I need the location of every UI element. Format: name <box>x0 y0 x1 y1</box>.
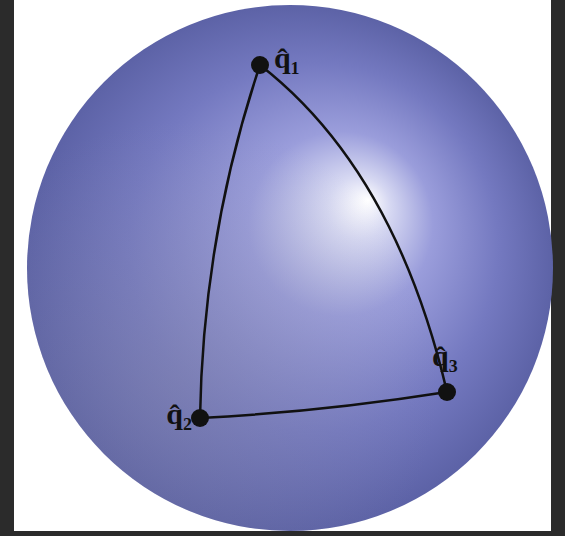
geodesic-arc <box>200 65 260 418</box>
point-label: q̂₁ <box>274 40 300 76</box>
point-dot <box>438 383 456 401</box>
geodesic-arc <box>200 392 447 418</box>
point-label: q̂₃ <box>432 338 458 374</box>
point-dot <box>251 56 269 74</box>
sphere-shade <box>27 5 553 531</box>
sphere <box>27 5 553 531</box>
geodesic-arc <box>260 65 447 392</box>
point-dot <box>191 409 209 427</box>
point-label: q̂₂ <box>166 396 192 432</box>
